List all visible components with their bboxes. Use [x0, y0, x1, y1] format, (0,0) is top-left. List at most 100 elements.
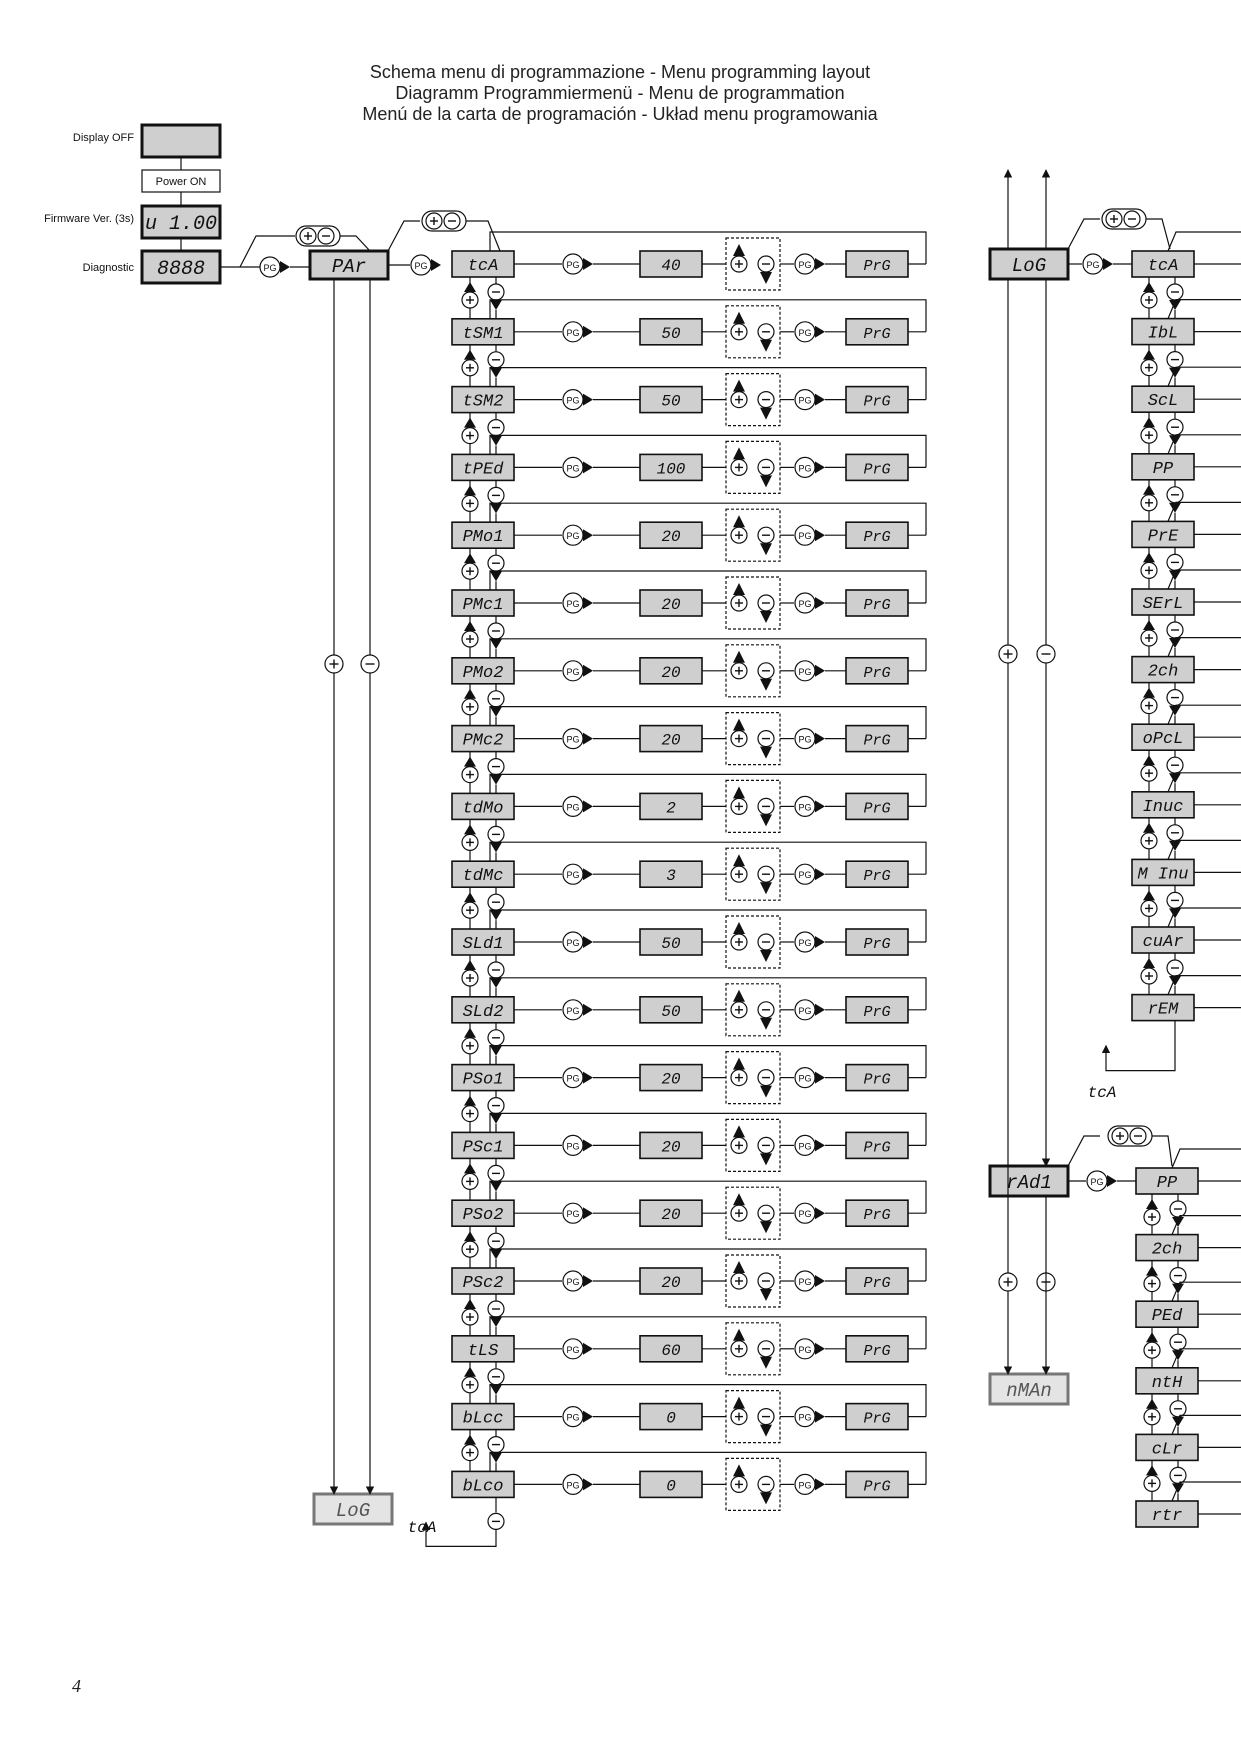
- log-return-line: [1167, 366, 1241, 387]
- step-down-arrow-icon: [490, 1113, 502, 1124]
- decrease-arrow-icon: [760, 678, 772, 691]
- increase-arrow-icon: [733, 989, 745, 1002]
- title-line-2: Diagramm Programmiermenü - Menu de progr…: [395, 83, 845, 103]
- prg-label: PrG: [863, 1072, 890, 1089]
- increase-arrow-icon: [733, 1396, 745, 1409]
- log-return-line: [1167, 704, 1241, 725]
- pg-label: PG: [798, 1345, 811, 1355]
- increase-arrow-icon: [733, 786, 745, 799]
- param-value: 20: [661, 732, 681, 750]
- increase-arrow-icon: [733, 718, 745, 731]
- pg-arrow-icon: [815, 325, 825, 338]
- param-code-box: [451, 928, 515, 956]
- param-value: 0: [666, 1477, 676, 1495]
- increase-arrow-icon: [733, 1464, 745, 1477]
- return-loop-line: [489, 1248, 927, 1281]
- log-step-down-icon: [1169, 638, 1181, 648]
- param-value: 50: [661, 935, 681, 953]
- prg-label-box: [845, 453, 909, 482]
- pg-label: PG: [798, 1480, 811, 1490]
- increase-arrow-icon: [733, 650, 745, 663]
- prg-label: PrG: [863, 1275, 890, 1292]
- param-code-box: [451, 1131, 515, 1160]
- pg-label: PG: [566, 1074, 579, 1084]
- pg-arrow-icon: [583, 325, 593, 338]
- param-code: tSM2: [463, 393, 504, 412]
- pg-arrow-icon: [815, 529, 825, 542]
- param-value: 50: [661, 393, 681, 411]
- diagnostic-label: Diagnostic: [83, 262, 135, 274]
- firmware-value: u 1.00: [145, 213, 217, 236]
- rad-bottom-label: nMAn: [1006, 1380, 1052, 1402]
- pg-label: PG: [798, 735, 811, 745]
- prg-label-box: [845, 1199, 909, 1227]
- log-step-down-icon: [1169, 705, 1181, 716]
- param-code: PSc1: [463, 1138, 504, 1157]
- return-loop-line: [489, 705, 927, 739]
- increase-arrow-icon: [733, 922, 745, 934]
- pg-label: PG: [566, 260, 579, 270]
- log-item-box: [1131, 588, 1195, 616]
- rad-step-down-icon: [1172, 1416, 1184, 1427]
- log-item-box: [1131, 723, 1195, 752]
- log-return-line: [1167, 839, 1241, 860]
- log-step-down-icon: [1169, 840, 1181, 851]
- log-item: oPcL: [1143, 730, 1184, 749]
- increase-arrow-icon: [733, 1057, 745, 1070]
- param-code: PSo1: [463, 1071, 504, 1090]
- return-loop-line: [489, 1451, 927, 1485]
- pg-arrow-icon: [815, 461, 825, 474]
- pg-label: PG: [798, 938, 811, 948]
- pg-label: PG: [566, 735, 579, 745]
- param-code: bLco: [463, 1477, 504, 1496]
- decrease-arrow-icon: [760, 339, 772, 352]
- pg-arrow-icon: [280, 261, 290, 273]
- step-down-arrow-icon: [490, 1384, 502, 1395]
- pg-arrow-icon: [583, 597, 593, 609]
- pg-arrow-icon: [583, 1478, 593, 1491]
- param-value-box: [639, 1063, 703, 1092]
- title-line-3: Menú de la carta de programación - Układ…: [362, 104, 878, 124]
- return-loop-line: [489, 502, 927, 536]
- rad-return-line: [1171, 1414, 1241, 1435]
- param-code: bLcc: [463, 1410, 504, 1429]
- pg-label: PG: [798, 260, 811, 270]
- param-code-box: [451, 995, 515, 1024]
- log-return-line: [1167, 231, 1241, 252]
- param-code: SLd2: [463, 1003, 504, 1022]
- return-loop-line: [489, 570, 927, 603]
- title-line-1: Schema menu di programmazione - Menu pro…: [369, 62, 871, 82]
- prg-label: PrG: [863, 326, 890, 343]
- pg-arrow-icon: [815, 936, 825, 948]
- param-value: 20: [661, 1206, 681, 1224]
- step-down-arrow-icon: [490, 1181, 502, 1192]
- prg-label: PrG: [863, 733, 890, 750]
- pg-arrow-icon: [815, 1207, 825, 1220]
- decrease-arrow-icon: [760, 1289, 772, 1301]
- connector-line: [387, 220, 420, 252]
- pg-arrow-icon: [815, 1275, 825, 1287]
- step-down-arrow-icon: [490, 842, 502, 853]
- pg-label: PG: [798, 1413, 811, 1423]
- param-code: tcA: [468, 257, 499, 276]
- param-value: 50: [661, 1003, 681, 1021]
- display-off-label: Display OFF: [73, 132, 134, 144]
- pg-label: PG: [798, 1277, 811, 1287]
- step-down-arrow-icon: [490, 706, 502, 717]
- param-code: tdMo: [463, 799, 504, 818]
- param-value-box: [639, 656, 703, 685]
- return-loop-line: [489, 638, 927, 671]
- param-value: 3: [666, 867, 676, 885]
- connector-line: [1067, 218, 1100, 250]
- log-item-box: [1131, 452, 1195, 481]
- param-value: 2: [666, 799, 676, 817]
- rad-return-line: [1171, 1214, 1241, 1235]
- param-code: PSc2: [463, 1274, 504, 1293]
- param-code: PMo1: [463, 528, 504, 547]
- pg-label: PG: [566, 1141, 579, 1151]
- rad-return-line: [1171, 1281, 1241, 1302]
- prg-label: PrG: [863, 258, 890, 275]
- increase-arrow-icon: [733, 854, 745, 867]
- decrease-arrow-icon: [760, 1017, 772, 1030]
- pg-label: PG: [798, 870, 811, 880]
